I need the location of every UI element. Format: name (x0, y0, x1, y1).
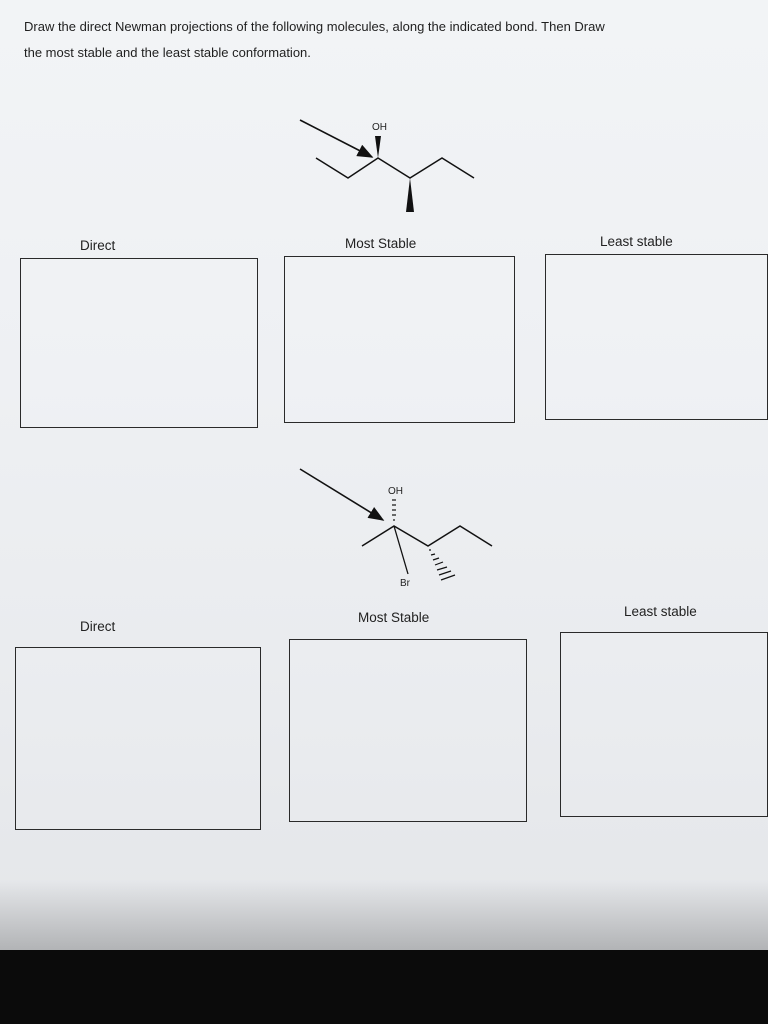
molecule-1: OH (299, 119, 475, 212)
page-edge-shadow (0, 880, 768, 950)
most-stable-label-2: Most Stable (358, 610, 430, 625)
direct-answer-box-1[interactable] (20, 258, 258, 428)
substituent-br-label: Br (400, 578, 411, 589)
least-stable-answer-box-1[interactable] (545, 254, 768, 420)
direct-label-1: Direct (80, 238, 116, 253)
bond-to-br (393, 525, 409, 575)
instructions-line-2: the most stable and the least stable con… (24, 45, 311, 60)
most-stable-answer-box-1[interactable] (284, 256, 515, 423)
least-stable-answer-box-2[interactable] (560, 632, 768, 817)
hash-bond-methyl (429, 549, 456, 581)
indicated-bond-arrow (299, 119, 374, 158)
substituent-oh-label: OH (388, 486, 403, 497)
hash-bond-oh (392, 499, 396, 521)
carbon-skeleton (315, 157, 475, 179)
instructions: Draw the direct Newman projections of th… (24, 14, 724, 66)
direct-answer-box-2[interactable] (15, 647, 261, 830)
wedge-bond-oh (375, 136, 381, 158)
least-stable-label-2: Least stable (624, 604, 697, 619)
molecule-2: OH Br (299, 468, 493, 589)
instructions-line-1: Draw the direct Newman projections of th… (24, 19, 605, 34)
most-stable-label-1: Most Stable (345, 236, 417, 251)
most-stable-answer-box-2[interactable] (289, 639, 527, 822)
substituent-oh-label: OH (372, 122, 387, 133)
direct-label-2: Direct (80, 619, 116, 634)
indicated-bond-arrow (299, 468, 385, 521)
least-stable-label-1: Least stable (600, 234, 673, 249)
worksheet-page: Draw the direct Newman projections of th… (0, 0, 768, 950)
carbon-skeleton (361, 525, 493, 547)
wedge-bond-methyl (406, 178, 414, 212)
